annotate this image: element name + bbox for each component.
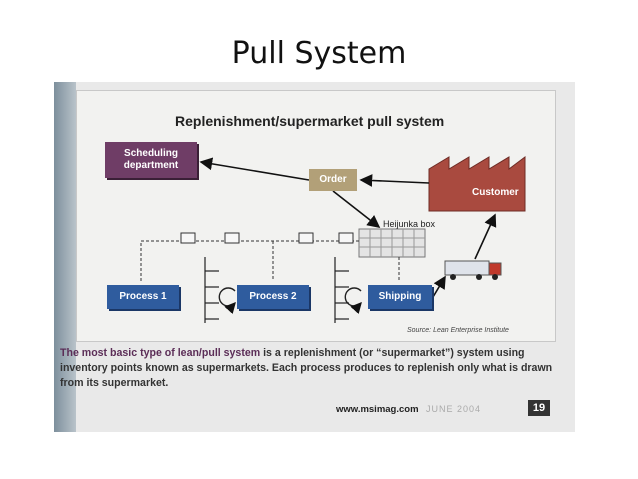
customer-factory-shape [428, 156, 526, 212]
caption: The most basic type of lean/pull system … [60, 346, 560, 391]
diagram-connectors [140, 156, 526, 323]
customer-label: Customer [472, 187, 519, 198]
footer-page-number: 19 [528, 400, 550, 416]
supermarket-rack [204, 257, 349, 323]
heijunka-box-shape [358, 228, 426, 258]
heijunka-box-label: Heijunka box [383, 219, 436, 229]
process-1-box: Process 1 [107, 285, 179, 309]
arrow-order-scheduling [199, 157, 310, 181]
source-note: Source: Lean Enterprise Institute [407, 327, 509, 334]
caption-text: is a replenishment (or “supermarket”) sy… [60, 347, 553, 389]
arrow-order-heijunka [332, 190, 381, 228]
slide-title: Pull System [231, 36, 407, 71]
caption-highlight: The most basic type of lean/pull system [60, 347, 261, 359]
scheduling-department-box: Scheduling department [105, 142, 197, 178]
kanban-cards [180, 232, 354, 244]
scanned-figure: Replenishment/supermarket pull system [54, 82, 575, 432]
order-box: Order [309, 169, 357, 191]
diagram-title: Replenishment/supermarket pull system [175, 113, 445, 129]
kanban-loop [140, 240, 359, 281]
arrow-customer-order [359, 174, 430, 187]
process-2-box: Process 2 [237, 285, 309, 309]
cycle-arrow-icon [218, 287, 236, 315]
shipping-box: Shipping [368, 285, 432, 309]
diagram-panel: Replenishment/supermarket pull system [76, 90, 556, 342]
arrow-shipping-truck [432, 275, 446, 298]
footer-date: JUNE 2004 [426, 404, 482, 414]
cycle-arrow-icon [344, 287, 362, 315]
footer-url: www.msimag.com [336, 404, 419, 415]
arrow-truck-customer [474, 213, 497, 260]
truck-icon [444, 260, 502, 280]
scan-edge [54, 82, 76, 432]
